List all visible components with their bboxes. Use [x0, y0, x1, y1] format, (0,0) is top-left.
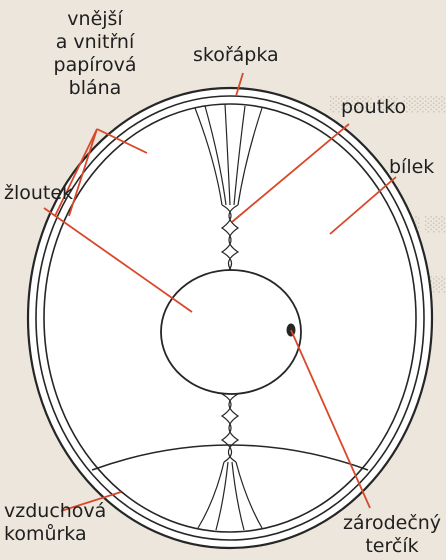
label-germinal-disc: zárodečný terčík — [340, 512, 444, 558]
label-membranes-line1: vnější — [40, 8, 150, 31]
label-germinal-disc-line2: terčík — [340, 535, 444, 558]
label-air-cell: vzduchová komůrka — [4, 500, 106, 546]
label-membranes-line2: a vnitřní — [40, 31, 150, 54]
label-membranes-line3: papírová — [40, 54, 150, 77]
label-air-cell-line2: komůrka — [4, 523, 106, 546]
label-membranes-line4: blána — [40, 77, 150, 100]
label-air-cell-line1: vzduchová — [4, 500, 106, 523]
label-germinal-disc-line1: zárodečný — [340, 512, 444, 535]
label-albumen: bílek — [389, 156, 434, 179]
label-chalaza: poutko — [341, 96, 406, 119]
label-shell: skořápka — [193, 44, 279, 67]
label-membranes: vnější a vnitřní papírová blána — [40, 8, 150, 100]
label-yolk: žloutek — [4, 182, 73, 205]
yolk-shape — [161, 270, 301, 394]
